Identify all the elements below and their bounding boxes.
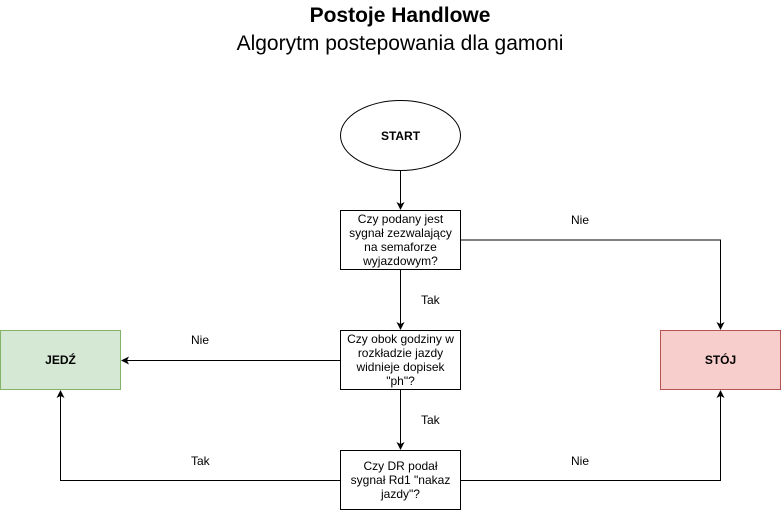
- stop-terminal: STÓJ: [660, 330, 781, 390]
- decision-exit-signal: Czy podany jest sygnał zezwalający na se…: [340, 210, 461, 270]
- edge-label-q3-no: Nie: [571, 454, 590, 468]
- diagram-title: Postoje Handlowe: [309, 4, 491, 27]
- edge-label-q2-no: Nie: [191, 333, 210, 347]
- edge-label-q2-yes: Tak: [421, 413, 440, 427]
- edge-q3-yes-to-go: [56, 390, 340, 481]
- edge-label-q1-no: Nie: [571, 213, 590, 227]
- diagram-subtitle: Algorytm postepowania dla gamoni: [236, 32, 564, 55]
- edge-q3-no-to-stop: [461, 390, 725, 481]
- edge-q1-no-to-stop: [461, 239, 725, 330]
- decision-rd1-signal: Czy DR podał sygnał Rd1 "nakaz jazdy"?: [340, 450, 461, 510]
- edge-label-q1-yes: Tak: [421, 293, 440, 307]
- go-terminal: JEDŹ: [0, 330, 121, 390]
- decision-ph-note: Czy obok godziny w rozkładzie jazdy widn…: [340, 330, 461, 390]
- edge-label-q3-yes: Tak: [191, 454, 210, 468]
- start-node: START: [340, 100, 461, 171]
